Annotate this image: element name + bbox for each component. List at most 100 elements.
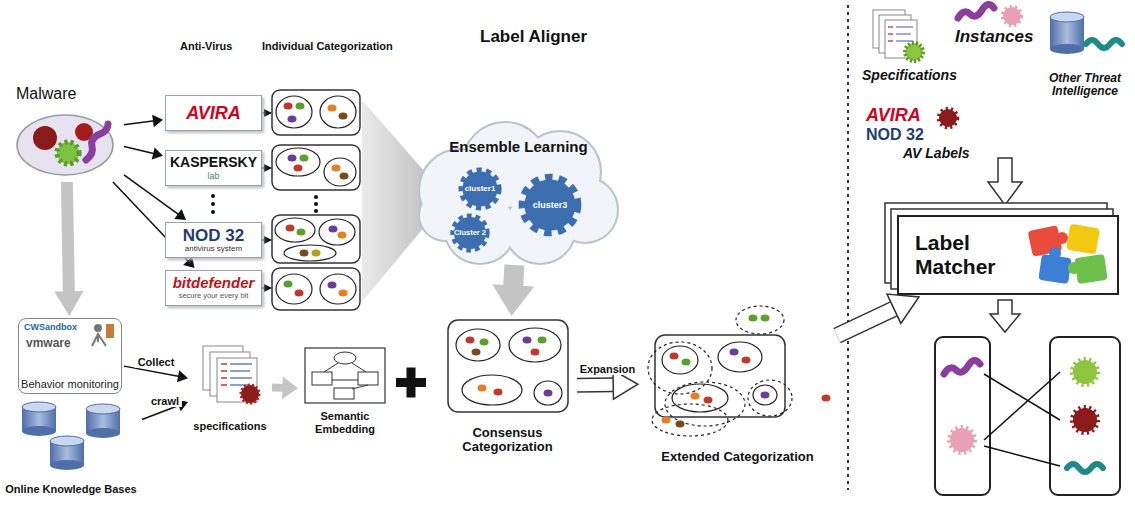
specifications-group: specifications xyxy=(190,340,270,432)
cluster-dots xyxy=(456,306,831,436)
cluster-ellipse xyxy=(534,381,562,405)
virus-icon xyxy=(939,109,957,127)
database-top xyxy=(86,404,120,414)
sample-dot xyxy=(466,337,475,344)
diagram-title: Label Aligner xyxy=(480,28,587,47)
connector xyxy=(124,146,163,159)
cluster-gear: Cluster 2 xyxy=(450,213,490,253)
connector-line xyxy=(837,308,895,335)
sample-dot xyxy=(691,393,700,400)
divider-line xyxy=(847,5,849,490)
sample-dot xyxy=(480,339,489,346)
node-text: cluster1 xyxy=(465,185,496,194)
sample-dot xyxy=(294,165,303,172)
category-box xyxy=(272,268,360,310)
worm-icon xyxy=(958,4,994,18)
sample-dot xyxy=(749,315,758,322)
antivirus-box: NOD 32antivirus system xyxy=(165,222,262,258)
node-text: Cluster 2 xyxy=(454,229,486,237)
sample-dot xyxy=(312,250,321,257)
sample-dot xyxy=(730,349,739,356)
cluster-ellipse xyxy=(652,404,728,436)
annotation-label: vmware xyxy=(26,337,71,350)
connector-line xyxy=(124,146,155,153)
annotation-label: Other Threat Intelligence xyxy=(1038,72,1132,98)
matcher-box: Label Matcher xyxy=(897,215,1119,295)
connector xyxy=(492,265,534,316)
virus-icon xyxy=(950,428,974,452)
cluster-ellipse xyxy=(718,342,762,372)
sample-dot xyxy=(544,390,553,397)
cluster-ellipse xyxy=(276,148,320,176)
connector xyxy=(54,182,83,316)
arrow-head xyxy=(174,209,186,220)
annotation-label: Anti-Virus xyxy=(180,40,232,52)
database-bottom xyxy=(1050,44,1084,54)
cluster-ellipse xyxy=(320,274,356,304)
cluster-ellipse xyxy=(648,342,712,394)
sample-dot xyxy=(340,173,349,180)
sample-dot xyxy=(494,389,503,396)
connector-line xyxy=(124,121,154,125)
category-box xyxy=(272,215,360,263)
node-text: secure your every bit xyxy=(179,292,249,300)
cluster-ellipse xyxy=(456,329,500,361)
antivirus-box: KASPERSKYlab xyxy=(165,150,262,186)
cluster-ellipse xyxy=(462,375,522,405)
node-text: Online Knowledge Bases xyxy=(5,483,136,495)
sample-dot xyxy=(662,417,671,424)
connector-line xyxy=(577,379,615,392)
sample-dot xyxy=(288,155,297,162)
plus-sign xyxy=(396,368,426,398)
connector-line xyxy=(272,383,284,391)
database-top xyxy=(22,402,56,412)
sample-dot xyxy=(284,103,293,110)
match-icons xyxy=(944,360,1103,472)
arrow-head xyxy=(177,370,188,382)
matcher-face xyxy=(897,215,1119,295)
annotation-label: Instances xyxy=(955,28,1033,47)
sample-dot xyxy=(523,337,532,344)
sample-dot xyxy=(297,229,306,236)
node-text: Extended Categorization xyxy=(661,450,813,465)
puzzle-icon xyxy=(1028,224,1108,284)
sample-dot xyxy=(339,290,348,297)
cloud-shape xyxy=(420,123,617,263)
connector-outline xyxy=(837,308,895,335)
category-clusters xyxy=(272,90,360,310)
sample-dot xyxy=(296,103,305,110)
extended-box xyxy=(655,335,785,417)
annotation-label: AVIRA xyxy=(866,106,921,126)
knowledge-base-group: Online Knowledge Bases xyxy=(2,398,140,495)
node-text: Semantic Embedding xyxy=(300,410,390,435)
connector-label: Collect xyxy=(135,356,178,368)
node-text: Label Matcher xyxy=(915,231,1025,278)
spec-docs-icon xyxy=(873,10,923,61)
sample-dot xyxy=(472,349,481,356)
annotation-label: CWSandbox xyxy=(24,323,77,333)
sample-dot xyxy=(329,226,338,233)
gear-teeth xyxy=(524,179,575,230)
sample-dot xyxy=(704,397,713,404)
connector-label: crawl xyxy=(148,395,182,407)
short-arrows xyxy=(262,113,271,288)
down-arrow xyxy=(990,300,1020,332)
database-bottom xyxy=(22,426,56,436)
antivirus-box: bitdefendersecure your every bit xyxy=(165,270,262,306)
sample-dot xyxy=(328,282,337,289)
consensus-group: Consensus Categorization xyxy=(440,318,575,455)
database-top xyxy=(1050,12,1084,22)
database-bottom xyxy=(86,428,120,438)
database-top xyxy=(50,436,84,446)
cluster-ellipse xyxy=(319,219,355,245)
node-text: AVIRA xyxy=(186,103,241,123)
trojan-icon xyxy=(1086,40,1122,48)
sample-dot xyxy=(332,165,341,172)
monitor-figure xyxy=(92,324,114,346)
embedding-group: Semantic Embedding xyxy=(300,345,390,435)
cluster-ellipse xyxy=(665,382,745,426)
ensemble-cloud: Ensemble Learningcluster1cluster3Cluster… xyxy=(420,125,617,263)
cluster-ellipse xyxy=(509,328,561,362)
funnel-arrow xyxy=(362,100,425,302)
category-box xyxy=(272,90,360,135)
